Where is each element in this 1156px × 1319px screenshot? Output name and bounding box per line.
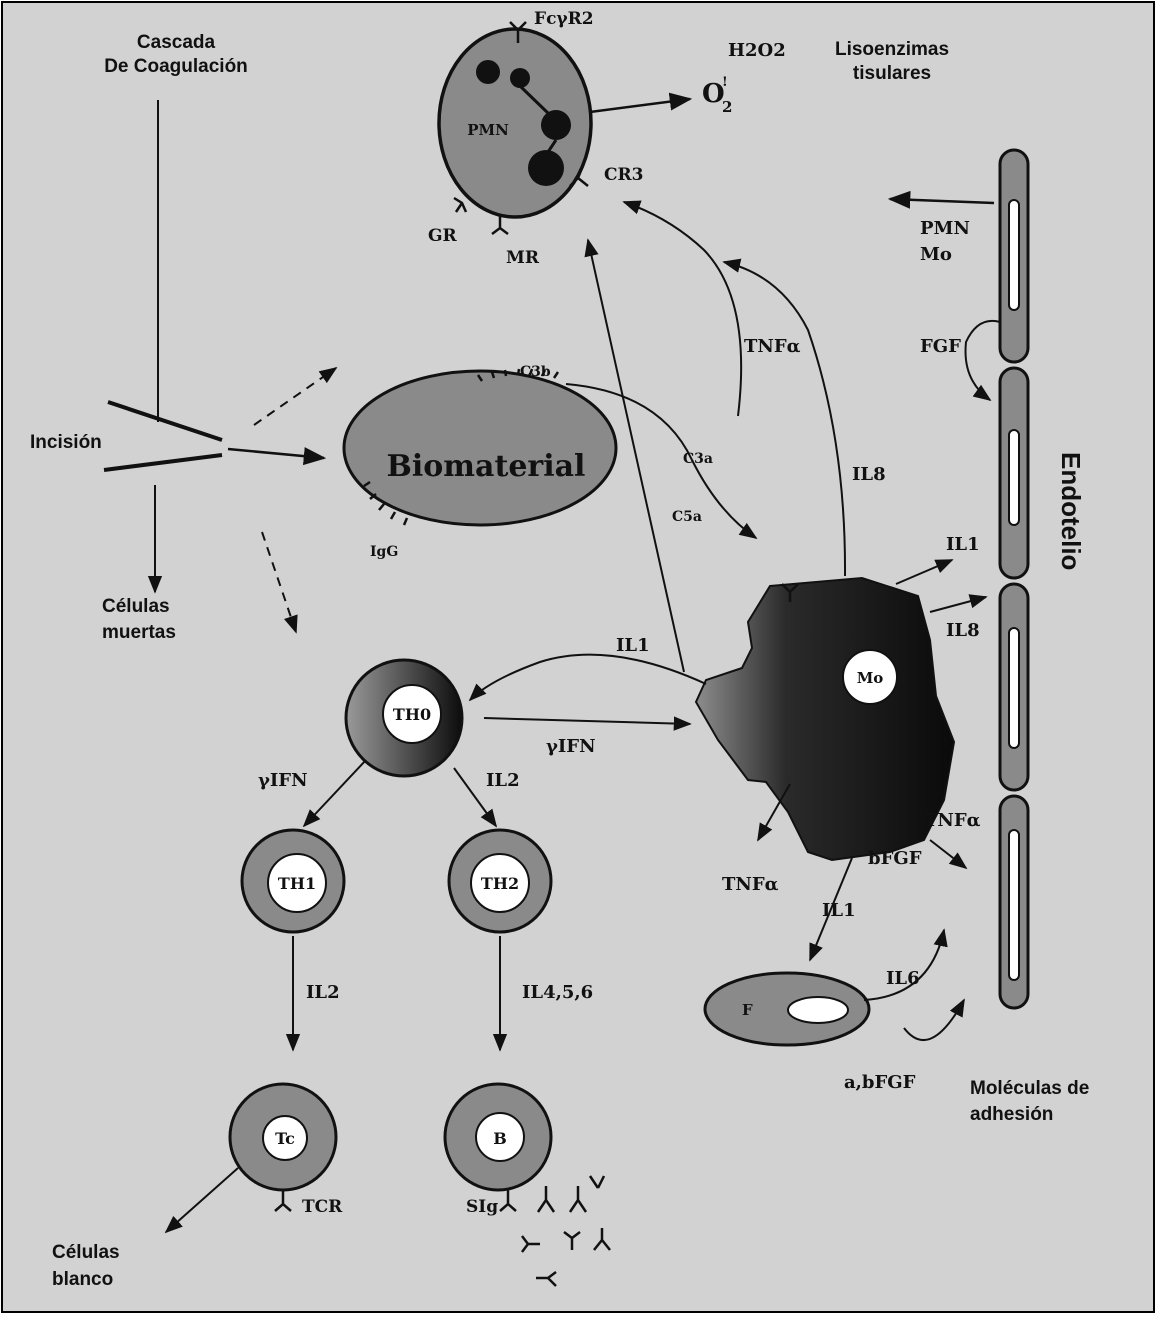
c5a-label: C5a xyxy=(672,509,702,525)
tnfa-bottom-label: TNFα xyxy=(722,874,779,895)
ifn-right-label: γIFN xyxy=(546,736,596,757)
mr-label: MR xyxy=(506,248,540,268)
il1-bottom-label: IL1 xyxy=(822,900,856,921)
il2-bottom-label: IL2 xyxy=(306,982,340,1003)
th1-label: TH1 xyxy=(278,874,316,893)
il456-label: IL4,5,6 xyxy=(522,982,593,1003)
tnfa-top-label: TNFα xyxy=(744,336,801,357)
lysozymes-label-1: Lisoenzimas xyxy=(835,39,949,60)
th2-label: TH2 xyxy=(481,874,519,893)
mo-label: Mo xyxy=(857,669,884,687)
pmn-label: PMN xyxy=(467,121,509,139)
endothelium-label: Endotelio xyxy=(1056,452,1086,570)
lysozymes-label-2: tisulares xyxy=(853,63,931,84)
pmn-cell xyxy=(439,29,591,217)
adhesion-label-1: Moléculas de xyxy=(970,1078,1089,1099)
th0-label: TH0 xyxy=(393,705,431,724)
il8-top-label: IL8 xyxy=(852,464,886,485)
pmn-migration-label: PMN xyxy=(920,218,970,239)
gr-label: GR xyxy=(428,226,458,246)
target-cells-label-1: Células xyxy=(52,1242,120,1263)
abfgf-label: a,bFGF xyxy=(844,1072,916,1093)
coagulation-label-2: De Coagulación xyxy=(104,56,248,77)
cr3-label: CR3 xyxy=(604,165,644,185)
biomaterial-shape xyxy=(344,371,616,525)
fcr2-label: FcγR2 xyxy=(534,9,594,29)
incision-label: Incisión xyxy=(30,432,102,453)
target-cells-label-2: blanco xyxy=(52,1269,113,1290)
dead-cells-label-2: muertas xyxy=(102,622,176,643)
fgf-label: FGF xyxy=(920,336,961,357)
il1-right-label: IL1 xyxy=(946,534,980,555)
biomaterial-label: Biomaterial xyxy=(387,449,586,484)
adhesion-label-2: adhesión xyxy=(970,1104,1053,1125)
il6-label: IL6 xyxy=(886,968,920,989)
tnfa-right-label: TNFα xyxy=(924,810,981,831)
bfgf-label: bFGF xyxy=(868,848,922,869)
b-label: B xyxy=(493,1129,507,1148)
igg-label: IgG xyxy=(370,544,398,560)
c3a-label: C3a xyxy=(683,451,713,467)
il8-right-label: IL8 xyxy=(946,620,980,641)
fibroblast-nucleus xyxy=(788,997,848,1023)
sig-label: SIg xyxy=(466,1197,498,1217)
il2-top-label: IL2 xyxy=(486,770,520,791)
coagulation-label-1: Cascada xyxy=(137,32,216,53)
mo-migration-label: Mo xyxy=(920,244,952,265)
dead-cells-label-1: Células xyxy=(102,596,170,617)
ifn-left-label: γIFN xyxy=(258,770,308,791)
c3b-label: C3b xyxy=(520,364,551,380)
f-label: F xyxy=(742,1001,753,1019)
tc-label: Tc xyxy=(275,1129,295,1148)
superoxide-superscript: ! xyxy=(722,75,728,90)
h2o2-label: H2O2 xyxy=(728,40,786,61)
superoxide-subscript: 2 xyxy=(722,98,732,116)
il1-left-label: IL1 xyxy=(616,635,650,656)
tcr-label: TCR xyxy=(302,1197,343,1217)
